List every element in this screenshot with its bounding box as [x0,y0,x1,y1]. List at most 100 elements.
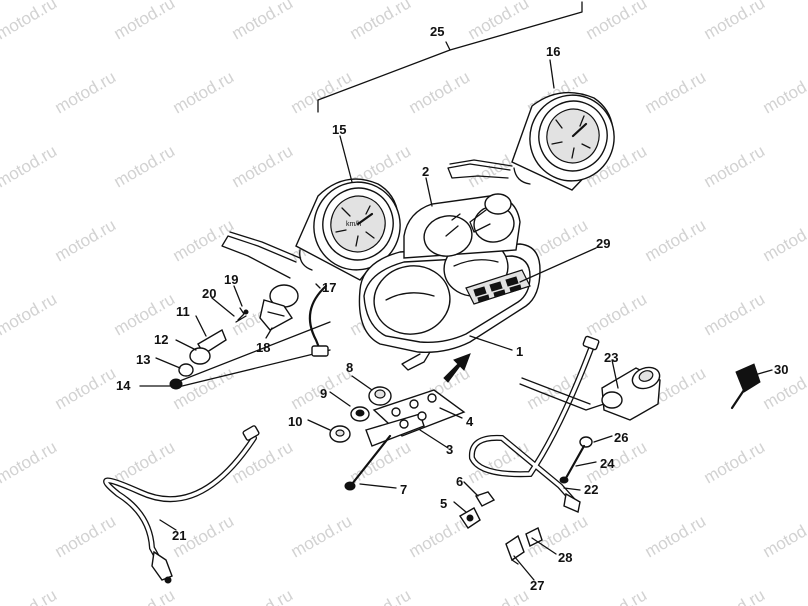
gauge-16-tachometer [511,91,615,191]
clip-27-28 [505,527,543,565]
lamp-cord-17 [308,284,329,357]
bulb-20-wedge-19 [235,307,249,323]
bracket-3-4 [365,389,466,447]
leader-lines [139,59,773,581]
watermark-text: motod.ru [583,585,651,606]
watermark-text: motod.ru [288,511,356,561]
clip-5-6 [459,491,496,529]
part-label-26: 26 [614,430,628,445]
speedometer-cable-21 [103,425,260,584]
watermark-text: motod.ru [701,437,769,487]
part-label-9: 9 [320,386,327,401]
watermark-text: motod.ru [760,215,808,265]
grommet-8-9-10 [329,386,392,443]
part-label-30: 30 [774,362,788,377]
washer-26 [579,436,593,448]
part-label-15: 15 [332,122,346,137]
watermark-text: motod.ru [0,67,1,117]
part-label-7: 7 [400,482,407,497]
part-labels: 25 16 15 2 29 19 20 17 11 12 18 13 14 8 … [116,24,788,593]
cable-fitting-11-14 [169,321,331,390]
watermark-text: motod.ru [111,0,179,43]
part-label-1: 1 [516,344,523,359]
part-label-16: 16 [546,44,560,59]
watermark-text: motod.ru [760,67,808,117]
watermark-text: motod.ru [583,289,651,339]
part-label-22: 22 [584,482,598,497]
gauge-15-speedometer: km/h [295,178,401,281]
watermark-text: motod.ru [0,215,1,265]
watermark-text: motod.ru [111,585,179,606]
part-label-5: 5 [440,496,447,511]
part-label-3: 3 [446,442,453,457]
watermark-text: motod.ru [52,215,120,265]
watermark-text: motod.ru [0,437,60,487]
watermark-text: motod.ru [701,289,769,339]
watermark-text: motod.ru [406,67,474,117]
watermark-text: motod.ru [701,585,769,606]
watermark-text: motod.ru [229,0,297,43]
front-arrow [443,353,471,383]
watermark-text: motod.ru [0,0,60,43]
watermark-text: motod.ru [111,141,179,191]
part-label-8: 8 [346,360,353,375]
part-label-12: 12 [154,332,168,347]
main-switch-23 [519,366,661,421]
watermark-text: motod.ru [347,0,415,43]
part-label-13: 13 [136,352,150,367]
watermark-text: motod.ru [0,585,60,606]
part-label-11: 11 [176,304,190,319]
watermark-text: motod.ru [642,511,710,561]
part-label-28: 28 [558,550,572,565]
part-label-24: 24 [600,456,615,471]
watermark-text: motod.ru [701,141,769,191]
bolt-24 [559,444,586,484]
watermark-text: motod.ru [52,363,120,413]
part-label-29: 29 [596,236,610,251]
watermark-text: motod.ru [465,0,533,43]
indicator-panel-29 [465,269,531,305]
part-label-27: 27 [530,578,544,593]
watermark-text: motod.ru [111,437,179,487]
part-label-2: 2 [422,164,429,179]
bracket-25 [317,1,583,113]
part-label-19: 19 [224,272,238,287]
watermark-text: motod.ru [0,511,1,561]
part-label-4: 4 [466,414,474,429]
part-label-21: 21 [172,528,186,543]
watermark-text: motod.ru [642,67,710,117]
watermark-text: motod.ru [760,511,808,561]
part-label-10: 10 [288,414,302,429]
part-label-20: 20 [202,286,216,301]
watermark-text: motod.ru [170,215,238,265]
watermark-text: motod.ru [52,511,120,561]
watermark-text: motod.ru [288,67,356,117]
part-label-23: 23 [604,350,618,365]
watermark-text: motod.ru [170,67,238,117]
gauge-wiring [221,159,513,279]
watermark-text: motod.ru [701,0,769,43]
socket-18 [259,284,299,331]
part-label-25: 25 [430,24,444,39]
watermark-text: motod.ru [465,585,533,606]
part-label-18: 18 [256,340,270,355]
watermark-text: motod.ru [642,215,710,265]
part-label-6: 6 [456,474,463,489]
bolt-7 [344,434,392,491]
watermark-text: motod.ru [229,585,297,606]
meter-housing-1 [358,239,541,371]
part-label-14: 14 [116,378,131,393]
watermark-text: motod.ru [0,363,1,413]
tachometer-cable-22 [468,335,600,513]
svg-text:km/h: km/h [346,221,361,228]
watermark-text: motod.ru [52,67,120,117]
watermark-text: motod.ru [347,437,415,487]
key-30 [730,363,761,410]
watermark-text: motod.ru [347,585,415,606]
part-label-17: 17 [322,280,336,295]
watermark-text: motod.ru [229,141,297,191]
watermark-text: motod.ru [0,289,60,339]
socket-assembly [445,193,512,237]
watermark-text: motod.ru [583,0,651,43]
